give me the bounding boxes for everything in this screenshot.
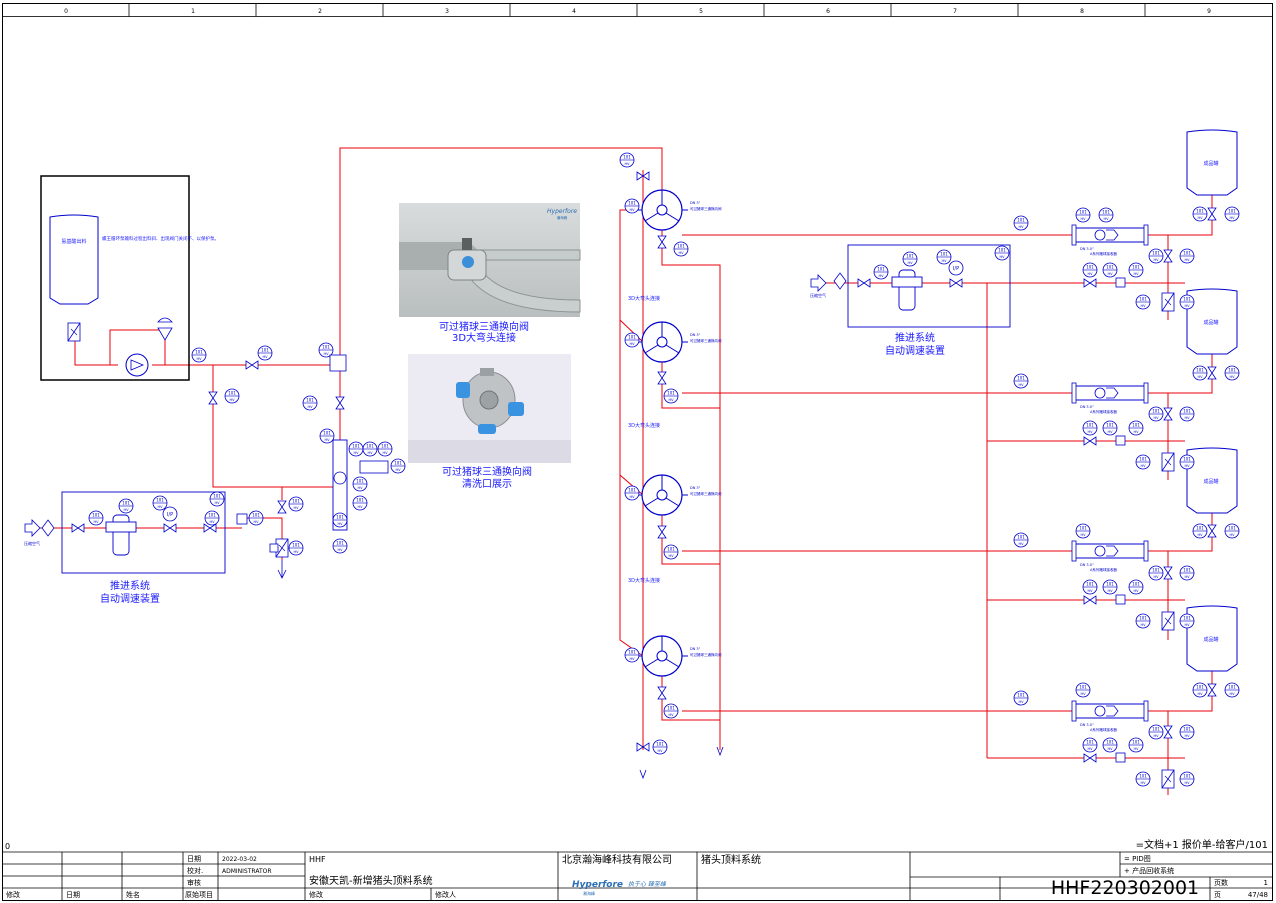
- left-tank: [49, 214, 99, 305]
- grid-col-3: 3: [445, 8, 449, 15]
- photo-brand: Hyperfore: [547, 208, 577, 215]
- company-logo: Hyperfore 瀚海峰 执于心 臻至峰: [572, 880, 667, 896]
- date-value: 2022-03-02: [222, 856, 257, 863]
- project-code: HHF: [309, 855, 326, 864]
- rev-column: 修改: [6, 890, 20, 899]
- modifier-label: 修改人: [435, 890, 456, 899]
- grid-col-9: 9: [1207, 8, 1211, 15]
- svg-text:Hyperfore: Hyperfore: [572, 880, 623, 890]
- pig-receiver-1: [1071, 224, 1149, 257]
- propulsion-right-box: [847, 244, 1011, 328]
- original-project-label: 原始项目: [185, 890, 213, 899]
- product-tank-4-label: 成品罐: [1203, 636, 1218, 643]
- air-label-left: 压缩空气: [24, 540, 40, 546]
- system-name: 猪头顶料系统: [701, 853, 761, 866]
- grid-col-2: 2: [318, 8, 322, 15]
- product-tank-3-label: 成品罐: [1203, 478, 1218, 485]
- left-tank-label: 氨基酸出料: [61, 238, 86, 245]
- date-column: 日期: [66, 891, 80, 899]
- page-number: 47/48: [1248, 891, 1268, 899]
- pig-receiver-4: [1071, 700, 1149, 733]
- bend-label-3: 3D大弯头连接: [628, 577, 660, 584]
- air-label-right: 压缩空气: [810, 292, 826, 298]
- photo-diverter-bend: Hyperfore 瀚海峰: [399, 203, 581, 317]
- relief-valve: [157, 317, 173, 341]
- filter-regulator-left: [105, 514, 137, 556]
- grid-col-5: 5: [699, 8, 703, 15]
- propulsion-right-title: 推进系统: [895, 331, 935, 344]
- photo1-caption-1: 可过猪球三通换向阀: [439, 320, 529, 333]
- pid-label: = PID图: [1124, 855, 1151, 863]
- title-block: [2, 851, 1273, 900]
- page-label: 页数: [1214, 878, 1228, 887]
- document-reference: =文档+1 报价单-给客户/101: [1136, 838, 1268, 851]
- check-value: ADMINISTRATOR: [222, 868, 272, 875]
- diverter-valve-1: [635, 189, 723, 231]
- name-column: 姓名: [126, 890, 140, 899]
- diverter-valve-2: [635, 321, 723, 363]
- product-tank-1-label: 成品罐: [1203, 160, 1218, 167]
- propulsion-right-subtitle: 自动调速装置: [885, 344, 945, 357]
- grid-col-7: 7: [953, 8, 957, 15]
- pig-receiver-2: [1071, 382, 1149, 415]
- svg-text:执于心 臻至峰: 执于心 臻至峰: [628, 880, 667, 888]
- page-count: 1: [1264, 879, 1268, 887]
- project-name: 安徽天凯-新增猪头顶料系统: [309, 874, 433, 887]
- drawing-number: HHF220302001: [1051, 877, 1199, 899]
- revision-mark: 0: [5, 842, 10, 851]
- filter-regulator-right: [891, 269, 923, 311]
- propulsion-left-subtitle: 自动调速装置: [100, 592, 160, 605]
- photo1-caption-2: 3D大弯头连接: [452, 331, 516, 344]
- svg-text:瀚海峰: 瀚海峰: [583, 890, 595, 896]
- diverter-valve-3: [635, 474, 723, 516]
- svg-text:I/P: I/P: [953, 266, 959, 272]
- svg-text:I/P: I/P: [167, 512, 173, 518]
- diverter-valve-4: [635, 635, 723, 677]
- product-tank-2-label: 成品罐: [1203, 319, 1218, 326]
- grid-col-8: 8: [1080, 8, 1084, 15]
- transfer-pump: [125, 353, 149, 377]
- propulsion-left-box: [61, 491, 226, 574]
- page-short-label: 页: [1214, 891, 1221, 899]
- date-label: 日期: [187, 855, 201, 863]
- pig-receiver-3: [1071, 540, 1149, 573]
- bend-label-2: 3D大弯头连接: [628, 422, 660, 429]
- grid-col-1: 1: [191, 8, 195, 15]
- grid-col-6: 6: [826, 8, 830, 15]
- photo2-caption-1: 可过猪球三通换向阀: [442, 465, 532, 478]
- left-tank-note: 螺王循环泵输料过程出料斜、出现阀门关闭不、以保护泵。: [102, 235, 219, 242]
- pig-launcher-left: [332, 439, 389, 531]
- company-name: 北京瀚海峰科技有限公司: [562, 853, 672, 866]
- bend-label-1: 3D大弯头连接: [628, 295, 660, 302]
- grid-col-0: 0: [64, 8, 68, 15]
- photo-diverter-clean-port: [408, 354, 571, 463]
- photo2-caption-2: 清洗口展示: [462, 477, 512, 490]
- product-system-label: + 产品回收系统: [1124, 866, 1174, 875]
- review-label: 审核: [187, 878, 201, 887]
- left-tank-frame: [40, 175, 190, 381]
- photo-brand-sub: 瀚海峰: [557, 215, 568, 220]
- check-label: 校对.: [187, 866, 203, 875]
- propulsion-left-title: 推进系统: [110, 579, 150, 592]
- modify-label: 修改: [309, 890, 323, 899]
- grid-col-4: 4: [572, 8, 576, 15]
